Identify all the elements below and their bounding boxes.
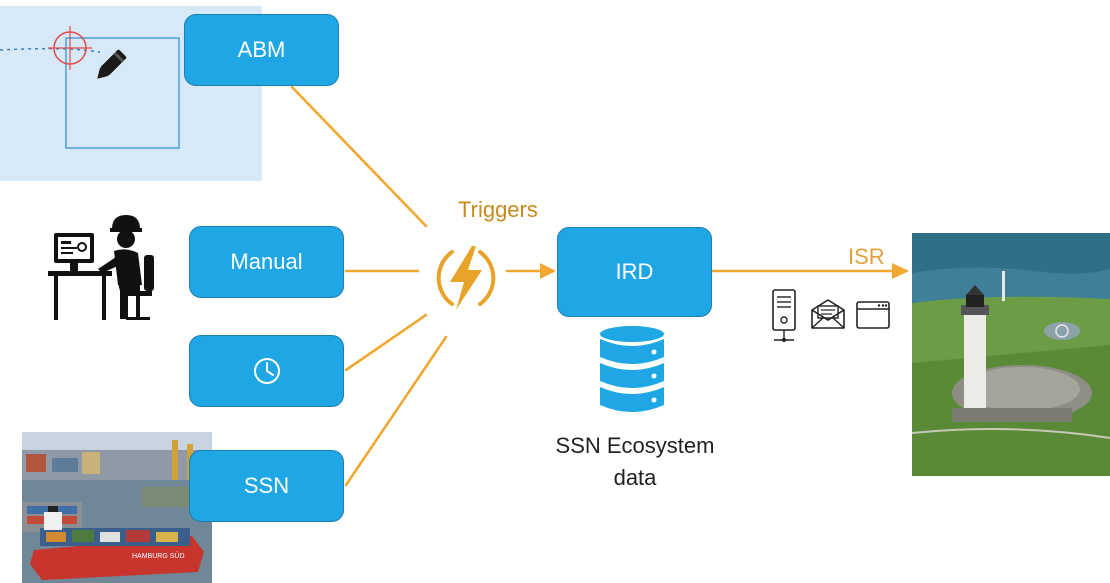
ssn-connector [344,335,448,487]
manual-source-box: Manual [189,226,344,298]
worker-panel [48,207,166,327]
clock-connector [344,313,428,372]
abm-connector [290,85,428,228]
ird-label: IRD [615,259,654,284]
arrowhead-ird [540,263,556,279]
scheduled-source-box [189,335,344,407]
arrowhead-isr [892,263,909,279]
email-icon [811,299,845,329]
database-caption: SSN Ecosystem data [555,433,715,490]
ssn-source-box: SSN [189,450,344,522]
triggers-label: Triggers [458,197,538,222]
isr-label: ISR [848,244,885,269]
container-ship-photo: HAMBURG SÜD [22,432,212,583]
abm-source-box: ABM [184,14,339,86]
lightning-bolt-icon [436,246,496,310]
ird-box: IRD [557,227,712,317]
database-icon [600,326,664,412]
ssn-label: SSN [243,473,290,498]
browser-window-icon [856,301,890,329]
svg-text:HAMBURG SÜD: HAMBURG SÜD [132,552,185,560]
lighthouse-photo [912,233,1110,476]
clock-icon [253,358,280,384]
manual-label: Manual [230,249,303,274]
worker-at-computer-icon [48,215,154,320]
pen-drawing-icon [97,49,127,79]
server-icon [772,289,796,342]
abm-label: ABM [237,37,286,62]
